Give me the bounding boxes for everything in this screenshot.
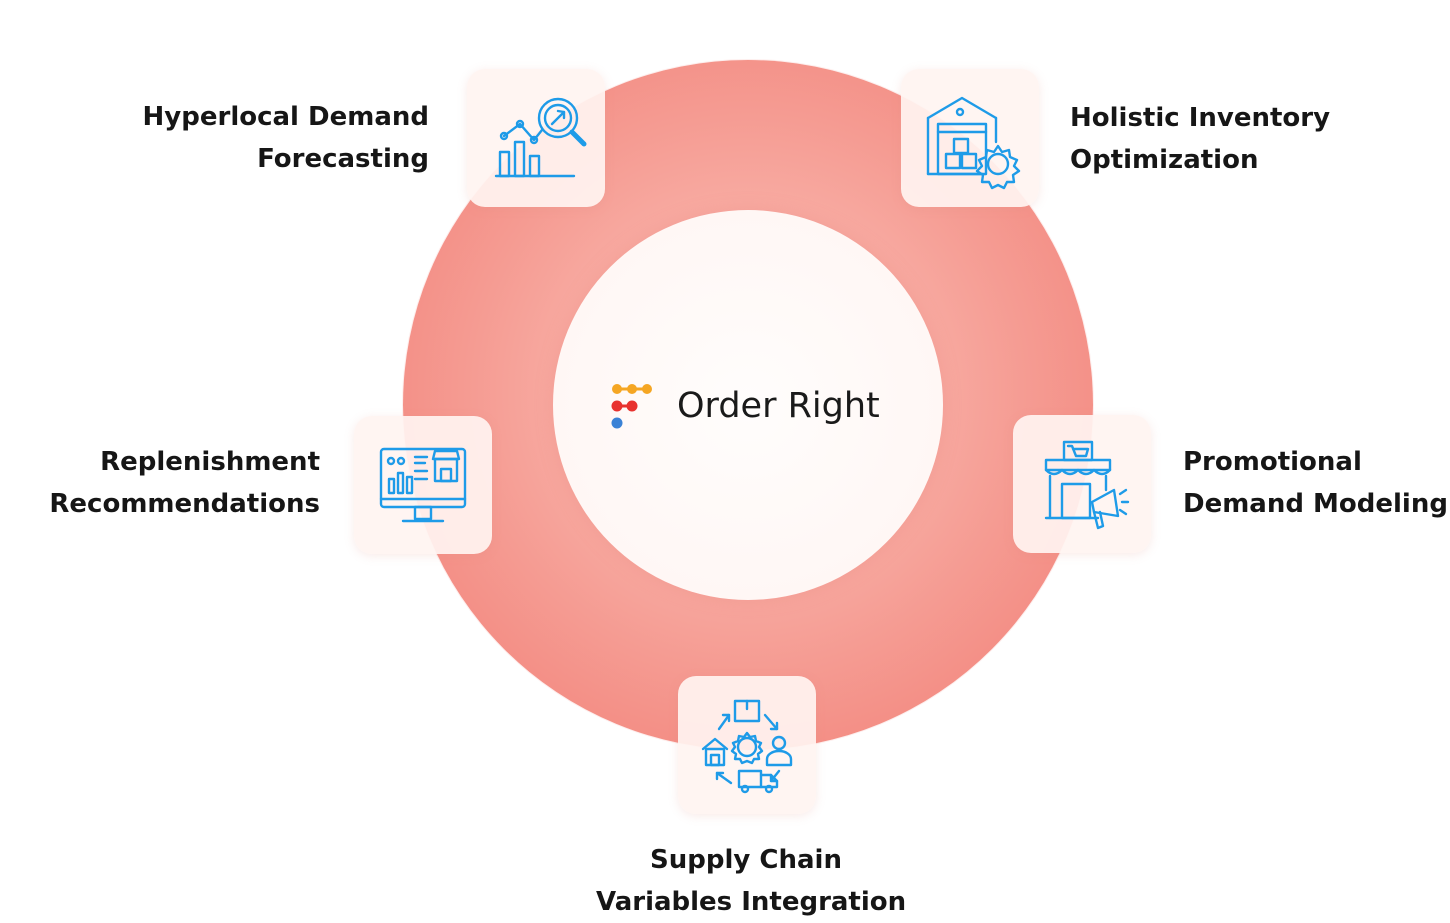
label-line-2: Recommendations <box>49 489 320 519</box>
supply-cycle-icon <box>701 699 793 794</box>
label-holistic-inventory-optimization: Holistic Inventory Optimization <box>1070 97 1330 181</box>
tile-hyperlocal-demand-forecasting[interactable] <box>467 69 605 207</box>
label-line-1: Supply Chain <box>650 845 842 875</box>
label-line-2: Demand Modeling <box>1183 489 1448 519</box>
label-supply-chain-variables-integration: Supply Chain Variables Integration <box>596 839 907 923</box>
tile-holistic-inventory-optimization[interactable] <box>901 69 1039 207</box>
warehouse-gear-icon <box>926 96 1021 190</box>
label-line-1: Promotional <box>1183 447 1362 477</box>
tile-replenishment-recommendations[interactable] <box>354 416 492 554</box>
label-line-2: Variables Integration <box>596 887 907 917</box>
label-line-2: Forecasting <box>257 144 429 174</box>
label-line-1: Replenishment <box>100 447 320 477</box>
label-hyperlocal-demand-forecasting: Hyperlocal Demand Forecasting <box>143 96 429 180</box>
label-line-2: Optimization <box>1070 145 1259 175</box>
order-right-logo-icon <box>611 384 652 429</box>
label-replenishment-recommendations: Replenishment Recommendations <box>49 441 320 525</box>
brand-name: Order Right <box>677 386 880 426</box>
label-line-1: Hyperlocal Demand <box>142 102 429 132</box>
magnifier-chart-icon <box>494 97 587 178</box>
tile-promotional-demand-modeling[interactable] <box>1013 415 1151 553</box>
label-promotional-demand-modeling: Promotional Demand Modeling <box>1183 441 1448 525</box>
store-megaphone-icon <box>1044 440 1130 530</box>
monitor-dashboard-icon <box>379 447 467 523</box>
tile-supply-chain-variables-integration[interactable] <box>678 676 816 814</box>
label-line-1: Holistic Inventory <box>1070 103 1331 133</box>
brand: Order Right <box>611 380 880 432</box>
